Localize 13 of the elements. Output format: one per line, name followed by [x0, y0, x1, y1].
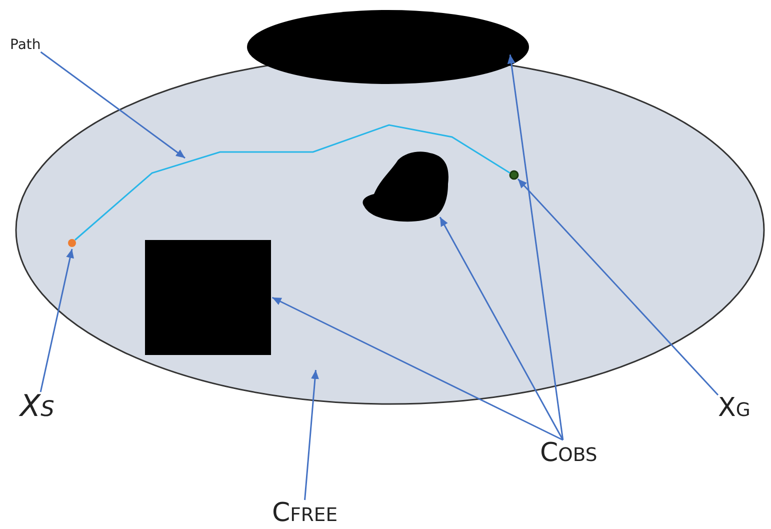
leader-line	[272, 296, 564, 441]
path-line	[74, 124, 510, 241]
obstacle-ellipse	[246, 9, 530, 85]
leader-line	[304, 370, 319, 500]
start-point	[67, 238, 77, 248]
leader-line	[507, 54, 564, 440]
leader-line	[439, 216, 564, 440]
path-label: Path	[10, 38, 41, 52]
leader-line	[40, 51, 186, 159]
leader-line	[517, 178, 719, 396]
obstacle-square	[145, 240, 271, 355]
goal-point	[509, 170, 519, 180]
leader-line	[40, 248, 74, 392]
